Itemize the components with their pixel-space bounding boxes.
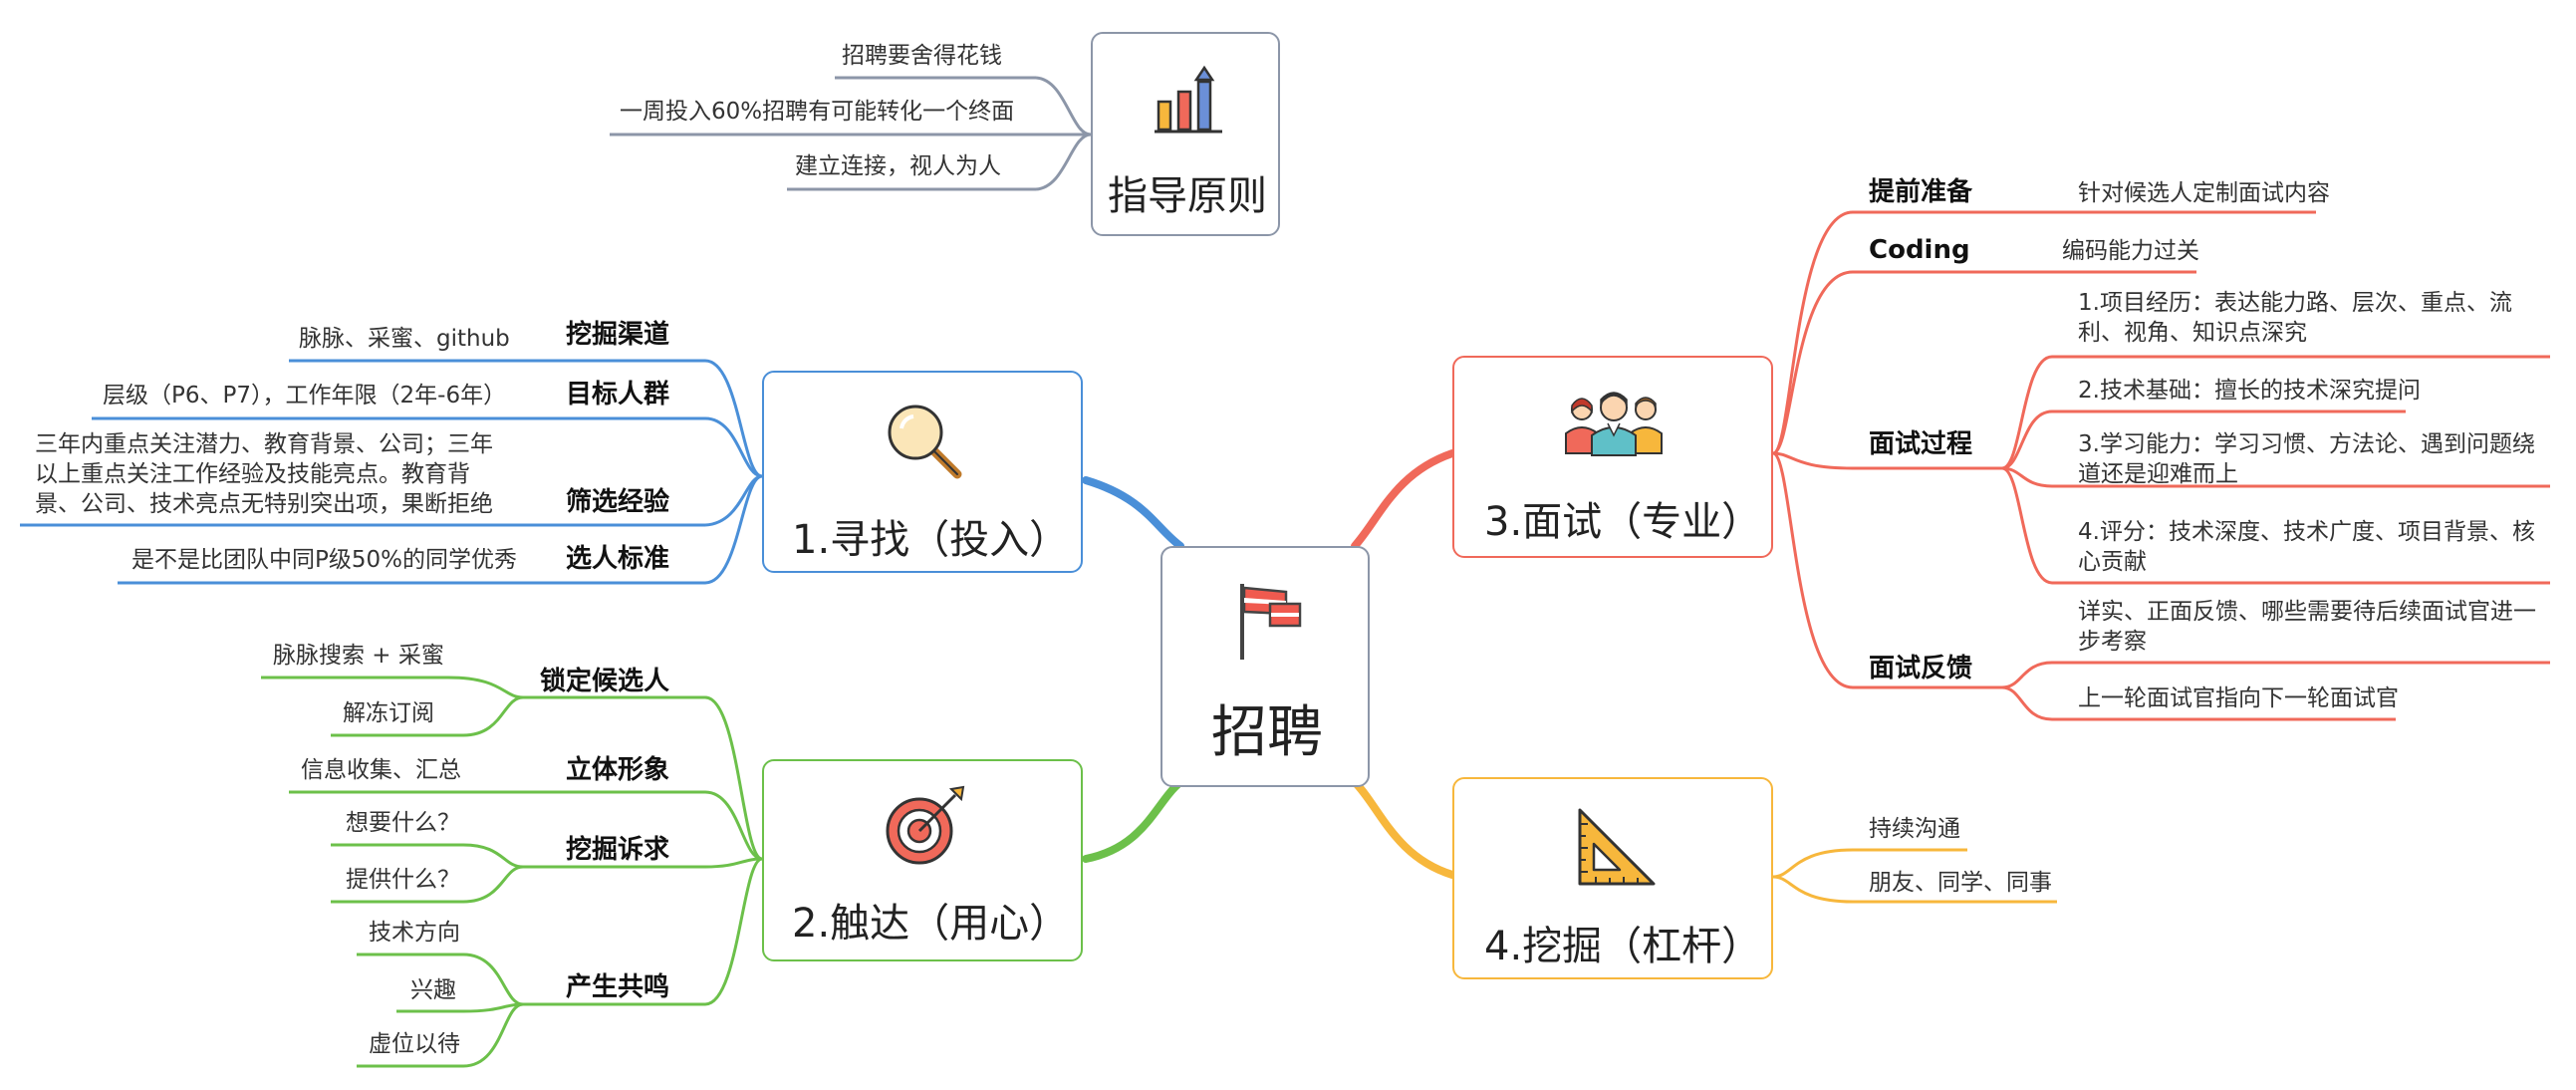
interview-item: 3.学习能力：学习习惯、方法论、遇到问题绕道还是迎难而上 xyxy=(2078,431,2535,487)
interview-item: 编码能力过关 xyxy=(2062,238,2199,264)
connector-center-find xyxy=(1082,476,1184,550)
find-group-label[interactable]: 筛选经验 xyxy=(566,487,670,517)
find-topic[interactable]: 1.寻找（投入） xyxy=(762,371,1083,573)
flag-icon xyxy=(1240,584,1302,660)
connector-guide xyxy=(610,76,1092,191)
target-icon xyxy=(886,785,965,865)
dig-topic[interactable]: 4.挖掘（杠杆） xyxy=(1452,777,1773,979)
reach-item: 技术方向 xyxy=(369,920,460,946)
interview-item: 1.项目经历：表达能力路、层次、重点、流利、视角、知识点深究 xyxy=(2078,290,2512,346)
connector-center-interview xyxy=(1351,449,1456,550)
interview-group-label[interactable]: 提前准备 xyxy=(1869,177,1973,207)
connector-center-dig xyxy=(1351,778,1456,879)
connector-dig xyxy=(1772,848,2057,904)
interview-item: 上一轮面试官指向下一轮面试官 xyxy=(2078,685,2399,711)
find-item: 层级（P6、P7），工作年限（2年-6年） xyxy=(103,383,507,409)
set-square-icon xyxy=(1578,808,1656,886)
guide-item: 建立连接，视人为人 xyxy=(795,153,1001,179)
find-item: 三年内重点关注潜力、教育背景、公司；三年以上重点关注工作经验及技能亮点。教育背景… xyxy=(35,431,493,517)
dig-item: 朋友、同学、同事 xyxy=(1869,870,2052,896)
interview-item: 4.评分：技术深度、技术广度、项目背景、核心贡献 xyxy=(2078,519,2535,575)
interview-title: 3.面试（专业） xyxy=(1484,499,1762,545)
central-topic[interactable]: 招聘 xyxy=(1160,546,1370,787)
guide-item: 招聘要舍得花钱 xyxy=(842,43,1002,69)
find-item: 脉脉、采蜜、github xyxy=(299,326,510,352)
find-item: 是不是比团队中同P级50%的同学优秀 xyxy=(131,547,517,573)
interview-group-label[interactable]: 面试反馈 xyxy=(1869,654,1973,683)
reach-group-label[interactable]: 立体形象 xyxy=(566,755,670,785)
connector-interview xyxy=(1772,210,2550,721)
connector-reach xyxy=(261,676,763,1068)
growth-chart-icon xyxy=(1155,65,1222,134)
interview-topic[interactable]: 3.面试（专业） xyxy=(1452,356,1773,558)
reach-group-label[interactable]: 锁定候选人 xyxy=(540,667,670,696)
reach-topic[interactable]: 2.触达（用心） xyxy=(762,759,1083,961)
find-title: 1.寻找（投入） xyxy=(792,517,1070,563)
dig-item: 持续沟通 xyxy=(1869,816,1960,842)
reach-group-label[interactable]: 产生共鸣 xyxy=(566,972,670,1002)
interview-item: 2.技术基础：擅长的技术深究提问 xyxy=(2078,378,2421,404)
find-group-label[interactable]: 目标人群 xyxy=(566,380,670,409)
central-topic-title: 招聘 xyxy=(1211,700,1323,765)
reach-item: 解冻订阅 xyxy=(343,700,434,726)
interview-group-label[interactable]: Coding xyxy=(1869,235,1970,265)
find-group-label[interactable]: 挖掘渠道 xyxy=(566,320,670,350)
team-icon xyxy=(1565,392,1663,456)
reach-item: 想要什么？ xyxy=(346,810,460,836)
find-group-label[interactable]: 选人标准 xyxy=(566,544,670,574)
reach-item: 脉脉搜索 + 采蜜 xyxy=(273,643,444,669)
guide-item: 一周投入60%招聘有可能转化一个终面 xyxy=(620,99,1015,125)
interview-item: 详实、正面反馈、哪些需要待后续面试官进一步考察 xyxy=(2078,599,2536,655)
reach-item: 虚位以待 xyxy=(369,1031,460,1057)
reach-item: 提供什么？ xyxy=(346,867,460,893)
reach-item: 信息收集、汇总 xyxy=(301,757,461,783)
reach-group-label[interactable]: 挖掘诉求 xyxy=(566,835,670,865)
guide-title: 指导原则 xyxy=(1108,173,1267,219)
magnifier-icon xyxy=(888,405,962,479)
interview-item: 针对候选人定制面试内容 xyxy=(2078,180,2330,206)
reach-item: 兴趣 xyxy=(410,977,456,1003)
dig-title: 4.挖掘（杠杆） xyxy=(1484,924,1762,969)
guide-topic[interactable]: 指导原则 xyxy=(1091,32,1280,236)
reach-title: 2.触达（用心） xyxy=(792,901,1070,947)
connector-find xyxy=(20,359,763,585)
interview-group-label[interactable]: 面试过程 xyxy=(1869,429,1973,459)
connector-center-reach xyxy=(1082,778,1184,863)
